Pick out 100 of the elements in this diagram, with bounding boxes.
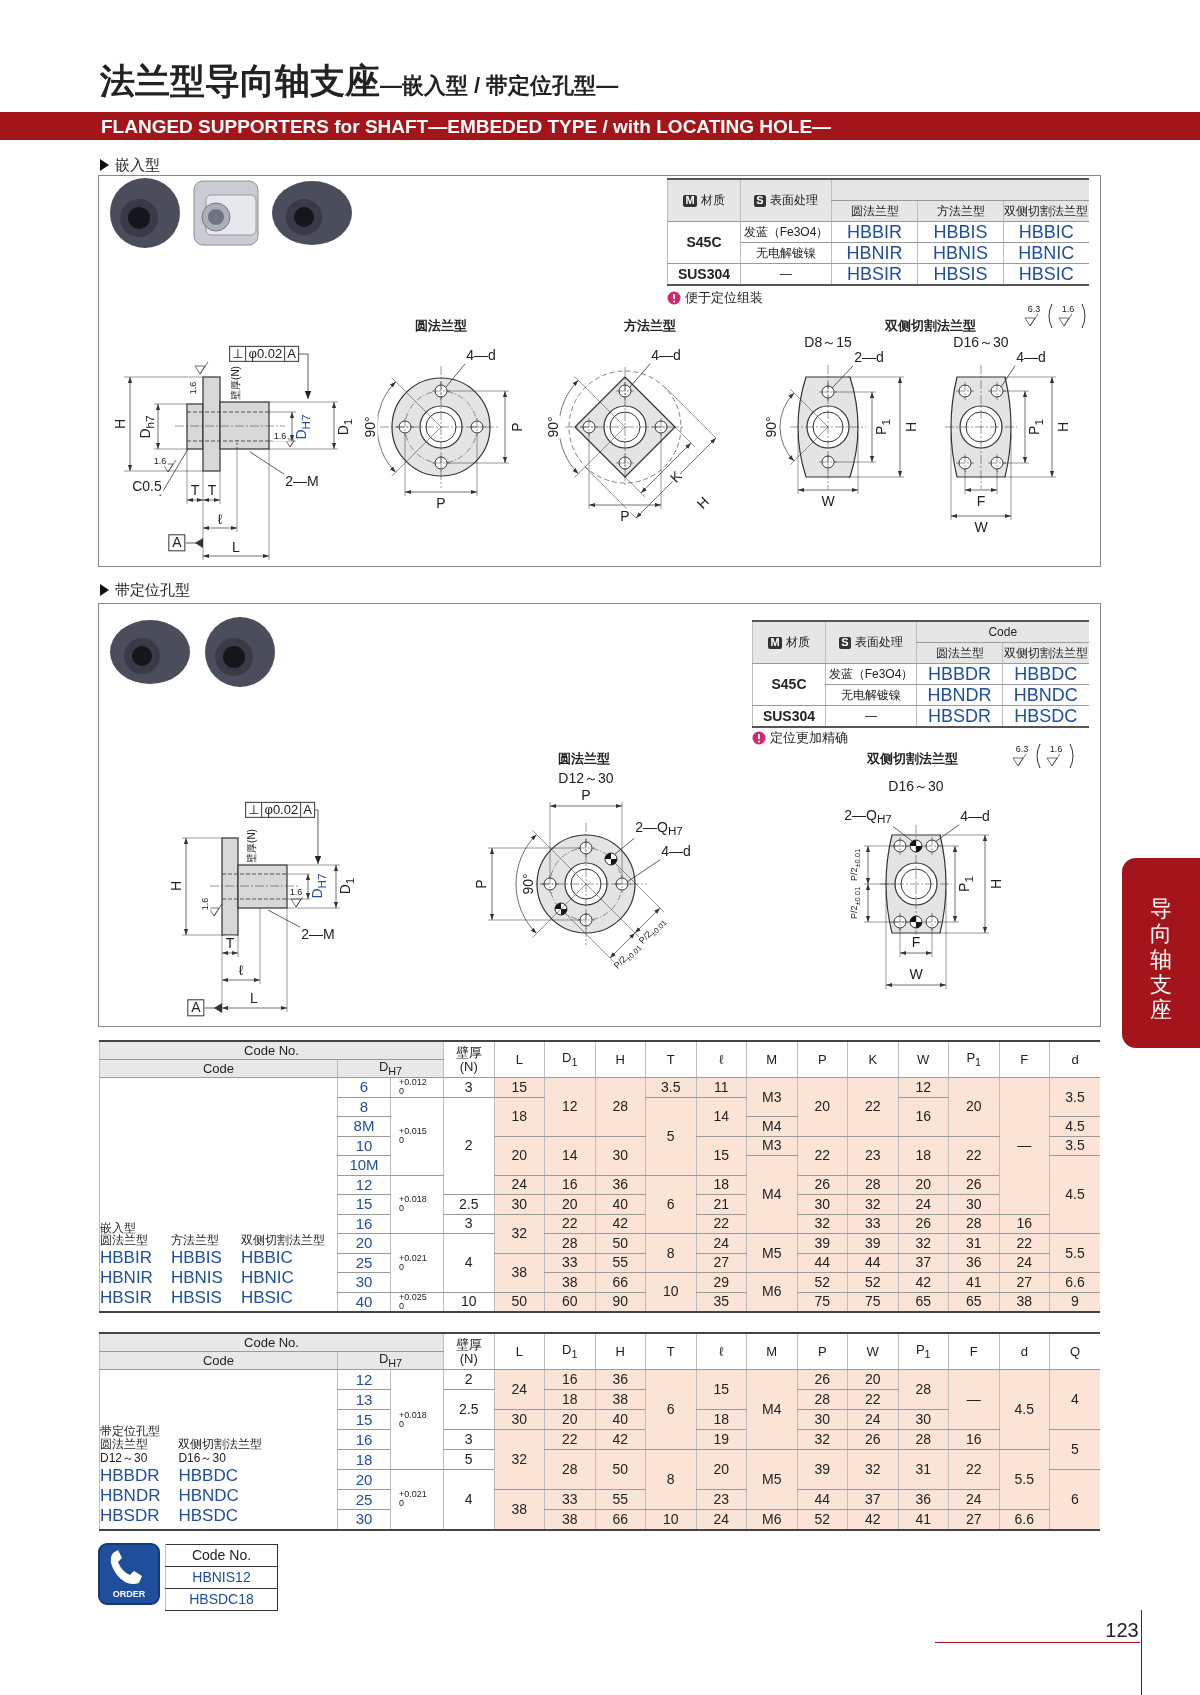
material-name: S45C [667,221,741,264]
column-header: M [746,1333,797,1370]
dimension-value: 14 [696,1097,747,1136]
dimension-label: W [820,493,836,509]
column-header: Q [1049,1333,1100,1370]
column-header: 圆法兰型 [916,642,1003,664]
product-code: HBSDC18 [165,1588,278,1611]
dimension-value: 18 [494,1097,545,1136]
dimension-label: 6.3 [1026,305,1042,315]
dimension-label: W [973,519,989,535]
dimension-label: T [189,482,201,498]
dimension-label: 1.6 [152,457,168,467]
column-header: H [595,1333,646,1370]
column-header: 壁厚 (N) [443,1041,494,1078]
column-header: 双侧切割法兰型 [1002,642,1089,664]
dimension-value: — [948,1369,999,1430]
dimension-label: D16～30 [887,778,945,794]
shaft-diameter: 13 [337,1389,391,1410]
leader-line [613,837,635,856]
dimension-label: T [224,935,236,951]
page-title: 法兰型导向轴支座 [100,60,380,102]
dimension-value: 18 [696,1409,747,1430]
dimension-value: M6 [746,1509,797,1530]
dimension-value: 20 [797,1077,848,1136]
view-title: 圆法兰型 [414,319,468,333]
column-header: Code No. [165,1544,278,1567]
callout-label: 2—Q$_{H7}$ [843,807,893,827]
dimension-value: 16 [999,1214,1050,1234]
dimension-label: 90° [520,872,536,896]
dimension-value: 22 [696,1214,747,1234]
product-code: HBSDR [100,1506,161,1525]
column-header: D$_{1}$ [544,1041,595,1078]
dimension-label: L [249,990,259,1006]
callout-label: 2—d [853,350,885,366]
dimension-value: 3 [443,1429,494,1450]
dimension-value: 20 [847,1369,898,1390]
dimension-value: 30 [494,1194,545,1214]
tolerance-value: +0.018 0 [390,1369,444,1470]
dimension-value: 22 [948,1136,999,1175]
column-header: Code [916,621,1089,643]
product-code: HBNIS12 [165,1566,278,1589]
dimension-value: 21 [696,1194,747,1214]
dimension-value: 24 [494,1369,545,1410]
product-code: HBNDC [1002,684,1089,706]
shaft-diameter: 20 [337,1233,391,1253]
dimension-value: 22 [948,1449,999,1490]
column-header: W [898,1041,949,1078]
dimension-value: 26 [847,1429,898,1450]
dimension-value: 15 [696,1136,747,1175]
dimension-label: W [908,966,924,982]
product-code: HBNIS [170,1268,223,1287]
dimension-value: 4.5 [999,1369,1050,1450]
dimension-value: 38 [544,1509,595,1530]
dimension-value: 15 [696,1369,747,1410]
leader-line [934,824,960,843]
dimension-value: 37 [898,1253,949,1273]
dimension-label: 壁厚(N) [230,365,242,401]
shaft-diameter: 16 [337,1214,391,1234]
dimension-value: 6 [1049,1469,1100,1530]
dimension-value: 22 [999,1233,1050,1253]
column-header: W [847,1333,898,1370]
column-header: 圆法兰型 [100,1234,149,1247]
shaft-diameter: 16 [337,1429,391,1450]
dimension-value: 18 [696,1175,747,1195]
dimension-value: 50 [595,1233,646,1253]
dimension-value: 2 [443,1369,494,1390]
dimension-value: 55 [595,1489,646,1510]
column-header: P [797,1041,848,1078]
callout-label: 4—d [959,809,991,825]
column-header: H [595,1041,646,1078]
product-code: HBBIS [170,1248,223,1267]
shaft-diameter: 30 [337,1509,391,1530]
dimension-value: 39 [797,1233,848,1253]
callout-label: 4—d [650,348,682,364]
shaft-diameter: 15 [337,1409,391,1430]
dimension-value: 32 [494,1429,545,1490]
dimension-value: 15 [494,1077,545,1097]
dimension-label: 90° [362,415,378,439]
dimension-value: 29 [696,1272,747,1292]
dimension-label: D12～30 [557,770,615,786]
dimension-value: 10 [645,1509,696,1530]
dimension-label: P [473,878,489,890]
product-code: HBSDR [916,705,1003,727]
dimension-value: M4 [746,1369,797,1450]
dimension-value: 6 [645,1175,696,1234]
column-header: 材质 [785,635,810,650]
dimension-value: M5 [746,1449,797,1510]
dimension-value: 5.5 [1049,1233,1100,1273]
dimension-label: 1.6 [288,888,304,898]
dimension-value: 27 [999,1272,1050,1292]
dimension-value: 38 [595,1389,646,1410]
product-code: HBBDC [178,1466,239,1485]
dimension-value: 24 [696,1509,747,1530]
dimension-value: 65 [898,1292,949,1312]
dimension-value: 38 [999,1292,1050,1312]
column-header: F [999,1041,1050,1078]
dimension-value: 36 [898,1489,949,1510]
dimension-value: 6.6 [999,1509,1050,1530]
leader-line [185,538,204,548]
column-header: 表面处理 [854,635,903,650]
